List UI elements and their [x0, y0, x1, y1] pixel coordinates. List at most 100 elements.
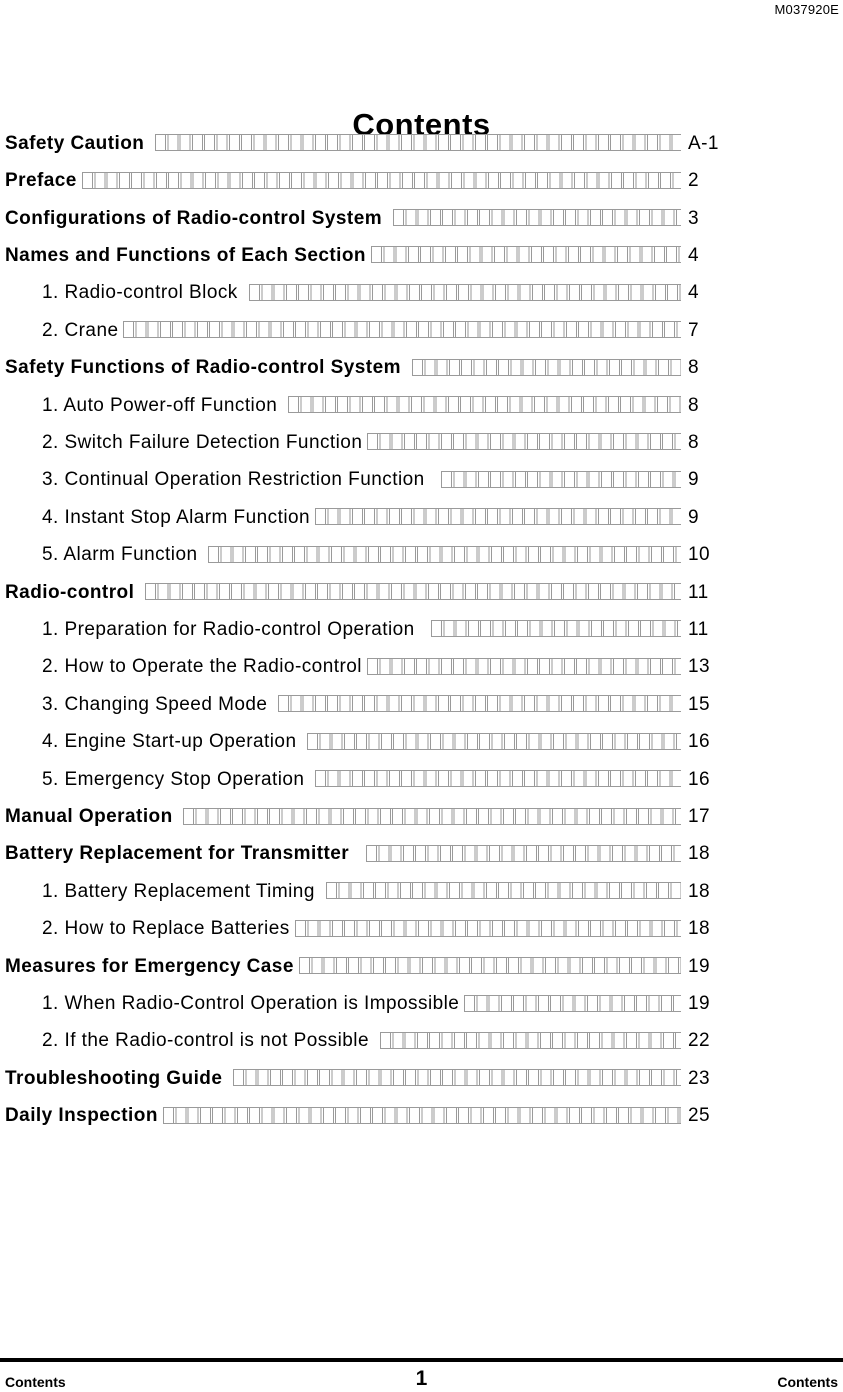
toc-entry[interactable]: Radio-control 11 — [5, 574, 748, 611]
toc-entry-page-number: 18 — [688, 918, 711, 940]
dot-leader — [365, 844, 681, 862]
toc-entry-page-number: 16 — [688, 731, 711, 753]
footer-divider — [0, 1358, 843, 1362]
toc-entry-label: Troubleshooting Guide — [5, 1067, 229, 1089]
toc-entry[interactable]: Manual Operation 17 — [5, 798, 748, 835]
toc-entry-label: Daily Inspection — [5, 1105, 158, 1127]
toc-entry[interactable]: Battery Replacement for Transmitter 18 — [5, 836, 748, 873]
toc-entry-label: Safety Functions of Radio-control System — [5, 357, 407, 379]
toc-entry-page-number: 11 — [688, 581, 709, 603]
toc-entry-label: 4. Engine Start-up Operation — [42, 731, 303, 753]
toc-entry-label: Battery Replacement for Transmitter — [5, 843, 361, 865]
dot-leader — [431, 620, 681, 638]
toc-entry-label: Manual Operation — [5, 806, 179, 828]
toc-entry-label: 3. Changing Speed Mode — [42, 693, 274, 715]
toc-entry-page-number: 16 — [688, 768, 711, 790]
toc-entry-label: 5. Emergency Stop Operation — [42, 768, 311, 790]
dot-leader — [298, 957, 681, 975]
toc-entry-page-number: 4 — [688, 244, 700, 266]
toc-entry-page-number: 2 — [688, 170, 700, 192]
dot-leader — [366, 657, 681, 675]
toc-entry-label: 4. Instant Stop Alarm Function — [42, 506, 311, 528]
toc-entry-label: 1. Auto Power-off Function — [42, 394, 283, 416]
dot-leader — [294, 919, 681, 937]
toc-entry-page-number: A-1 — [688, 132, 719, 154]
toc-entry-page-number: 8 — [688, 431, 700, 453]
toc-entry-label: Safety Caution — [5, 132, 151, 154]
toc-entry-label: 2. If the Radio-control is not Possible — [42, 1030, 375, 1052]
toc-entry[interactable]: 1. When Radio-Control Operation is Impos… — [5, 985, 748, 1022]
toc-entry-label: 2. Switch Failure Detection Function — [42, 431, 363, 453]
toc-entry[interactable]: 2. If the Radio-control is not Possible … — [5, 1023, 748, 1060]
dot-leader — [441, 470, 681, 488]
document-code: M037920E — [774, 2, 839, 17]
toc-entry[interactable]: Safety Caution A-1 — [5, 125, 748, 162]
toc-entry-label: 1. Preparation for Radio-control Operati… — [42, 618, 427, 640]
dot-leader — [248, 283, 681, 301]
footer-page-number: 1 — [415, 1367, 428, 1390]
dot-leader — [155, 134, 681, 152]
toc-entry-label: 2. How to Operate the Radio-control — [42, 656, 362, 678]
dot-leader — [278, 695, 681, 713]
toc-entry-page-number: 25 — [688, 1105, 711, 1127]
toc-entry-page-number: 15 — [688, 693, 711, 715]
toc-entry[interactable]: Preface 2 — [5, 162, 748, 199]
dot-leader — [81, 171, 681, 189]
toc-entry-page-number: 8 — [688, 394, 700, 416]
toc-entry[interactable]: 3. Continual Operation Restriction Funct… — [5, 462, 748, 499]
dot-leader — [325, 882, 681, 900]
toc-entry[interactable]: Names and Functions of Each Section 4 — [5, 237, 748, 274]
toc-entry[interactable]: 4. Engine Start-up Operation 16 — [5, 724, 748, 761]
toc-entry-label: Names and Functions of Each Section — [5, 244, 366, 266]
toc-entry[interactable]: 2. How to Replace Batteries 18 — [5, 911, 748, 948]
dot-leader — [233, 1069, 681, 1087]
toc-entry[interactable]: 1. Preparation for Radio-control Operati… — [5, 611, 748, 648]
toc-entry-page-number: 11 — [688, 618, 709, 640]
dot-leader — [183, 807, 681, 825]
toc-entry-page-number: 7 — [688, 319, 700, 341]
dot-leader — [379, 1031, 681, 1049]
toc-entry-label: Radio-control — [5, 581, 141, 603]
toc-entry[interactable]: Configurations of Radio-control System 3 — [5, 200, 748, 237]
toc-entry-page-number: 10 — [688, 544, 711, 566]
toc-entry-label: Measures for Emergency Case — [5, 955, 294, 977]
dot-leader — [208, 545, 681, 563]
toc-entry[interactable]: 2. Switch Failure Detection Function 8 — [5, 424, 748, 461]
dot-leader — [464, 994, 681, 1012]
footer-section-right: Contents — [777, 1374, 838, 1390]
footer-section-left: Contents — [5, 1374, 66, 1390]
toc-entry[interactable]: 4. Instant Stop Alarm Function 9 — [5, 499, 748, 536]
toc-entry-label: 1. Battery Replacement Timing — [42, 880, 321, 902]
toc-entry[interactable]: 2. How to Operate the Radio-control 13 — [5, 649, 748, 686]
dot-leader — [288, 396, 681, 414]
toc-entry-label: 5. Alarm Function — [42, 544, 204, 566]
toc-entry-page-number: 22 — [688, 1030, 711, 1052]
toc-entry-page-number: 9 — [688, 469, 700, 491]
toc-entry-label: 2. Crane — [42, 319, 119, 341]
toc-entry[interactable]: 3. Changing Speed Mode 15 — [5, 686, 748, 723]
toc-entry-page-number: 9 — [688, 506, 700, 528]
toc-entry[interactable]: Safety Functions of Radio-control System… — [5, 349, 748, 386]
toc-entry-label: 3. Continual Operation Restriction Funct… — [42, 469, 437, 491]
toc-entry[interactable]: Troubleshooting Guide 23 — [5, 1060, 748, 1097]
toc-entry[interactable]: 1. Radio-control Block 4 — [5, 275, 748, 312]
toc-entry-page-number: 3 — [688, 207, 700, 229]
dot-leader — [367, 433, 681, 451]
toc-entry[interactable]: 5. Alarm Function 10 — [5, 536, 748, 573]
dot-leader — [307, 732, 681, 750]
toc-entry[interactable]: 1. Auto Power-off Function 8 — [5, 387, 748, 424]
toc-entry[interactable]: 2. Crane 7 — [5, 312, 748, 349]
toc-entry[interactable]: Daily Inspection 25 — [5, 1098, 748, 1135]
dot-leader — [392, 209, 681, 227]
dot-leader — [315, 770, 681, 788]
toc-entry[interactable]: 5. Emergency Stop Operation 16 — [5, 761, 748, 798]
dot-leader — [370, 246, 681, 264]
toc-entry-page-number: 17 — [688, 806, 711, 828]
toc-entry[interactable]: Measures for Emergency Case 19 — [5, 948, 748, 985]
toc-entry-page-number: 13 — [688, 656, 711, 678]
dot-leader — [162, 1106, 681, 1124]
toc-entry[interactable]: 1. Battery Replacement Timing 18 — [5, 873, 748, 910]
toc-entry-label: 1. When Radio-Control Operation is Impos… — [42, 993, 460, 1015]
dot-leader — [123, 321, 681, 339]
toc-entry-page-number: 18 — [688, 880, 711, 902]
